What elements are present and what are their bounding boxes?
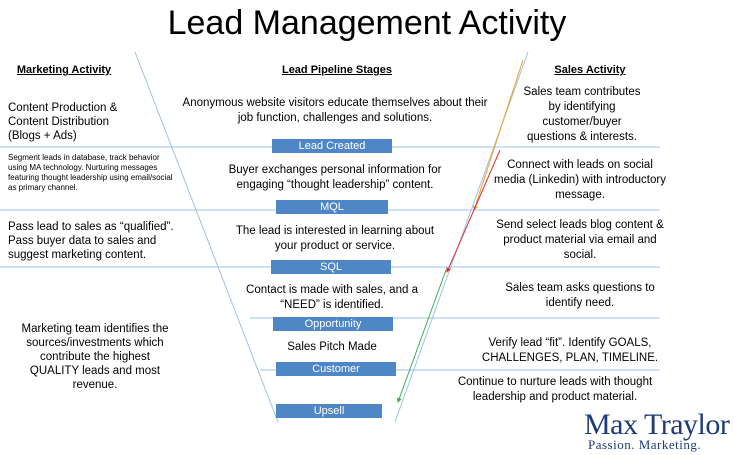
sales-activity-header: Sales Activity [554, 64, 626, 76]
funnel-left-edge [134, 51, 279, 423]
marketing-identify-text: Marketing team identifies the sources/in… [21, 323, 169, 391]
marketing-segment-text: Segment leads in database, track behavio… [8, 153, 173, 192]
logo-name: Max Traylor [584, 408, 730, 441]
stage-upsell: Upsell [276, 404, 382, 418]
arrow-red [446, 149, 501, 273]
pipeline-stages-header: Lead Pipeline Stages [281, 64, 393, 76]
sales-connect-text: Connect with leads on social media (Link… [494, 159, 666, 201]
stage-opportunity: Opportunity [273, 317, 393, 331]
page-title: Lead Management Activity [167, 4, 567, 42]
logo-tagline: Passion. Marketing. [588, 437, 702, 452]
pipeline-anonymous-text: Anonymous website visitors educate thems… [182, 97, 488, 124]
sales-contributes-text: Sales team contributes by identifying cu… [523, 86, 641, 143]
stage-mql: MQL [276, 200, 388, 214]
arrow-green [397, 269, 447, 403]
marketing-activity-header: Marketing Activity [16, 64, 112, 76]
pipeline-contact-text: Contact is made with sales, and a “NEED”… [246, 284, 418, 311]
stage-sql: SQL [271, 260, 391, 274]
marketing-content-text: Content Production & Content Distributio… [8, 102, 118, 142]
pipeline-pitch-text: Sales Pitch Made [287, 341, 377, 353]
marketing-pass-text: Pass lead to sales as “qualified”. Pass … [8, 221, 174, 261]
sales-nurture-text: Continue to nurture leads with thought l… [457, 376, 653, 403]
sales-send-text: Send select leads blog content & product… [496, 219, 664, 261]
arrow-orange [472, 59, 524, 211]
stage-lead-created: Lead Created [272, 139, 392, 153]
sales-ask-text: Sales team asks questions to identify ne… [505, 282, 655, 309]
pipeline-interested-text: The lead is interested in learning about… [235, 225, 435, 252]
pipeline-exchange-text: Buyer exchanges personal information for… [228, 164, 442, 191]
sales-verify-text: Verify lead “fit”. Identify GOALS, CHALL… [481, 337, 659, 364]
stage-customer: Customer [276, 362, 396, 376]
